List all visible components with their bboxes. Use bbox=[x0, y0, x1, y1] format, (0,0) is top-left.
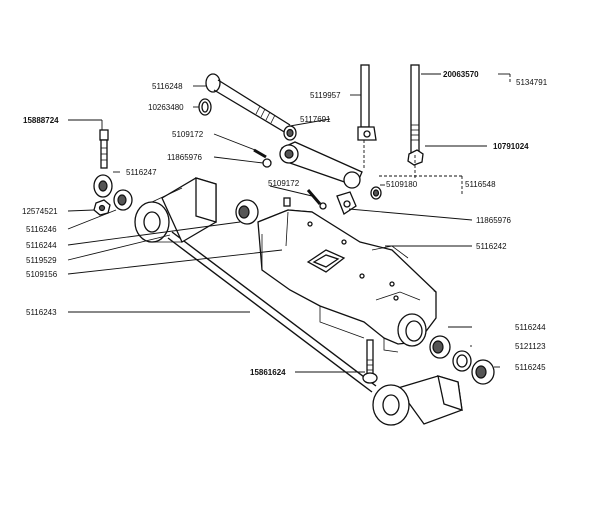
washer-10263480 bbox=[198, 98, 212, 116]
vertical-rod-20063570 bbox=[410, 64, 420, 156]
label-5116244-b: 5116244 bbox=[515, 323, 546, 332]
label-12574521: 12574521 bbox=[22, 207, 58, 216]
label-10263480: 10263480 bbox=[148, 103, 184, 112]
label-11865976-b: 11865976 bbox=[476, 216, 512, 225]
pin-5109172-upper bbox=[253, 148, 272, 168]
label-5116244-a: 5116244 bbox=[26, 241, 57, 250]
label-5117691: 5117691 bbox=[300, 115, 331, 124]
label-11865976-a: 11865976 bbox=[167, 153, 203, 162]
left-link-bracket bbox=[134, 177, 217, 243]
label-5109172-b: 5109172 bbox=[268, 179, 300, 188]
label-5116243: 5116243 bbox=[26, 308, 57, 317]
label-5116247: 5116247 bbox=[126, 168, 157, 177]
label-5116242: 5116242 bbox=[476, 242, 507, 251]
main-housing bbox=[257, 209, 437, 353]
label-5134791: 5134791 bbox=[516, 78, 548, 87]
bushing-5116246 bbox=[113, 189, 133, 211]
label-10791024: 10791024 bbox=[493, 142, 529, 151]
pin-5109172-lower bbox=[306, 189, 327, 210]
leader-lines bbox=[67, 73, 511, 373]
label-5119529: 5119529 bbox=[26, 256, 57, 265]
upper-rod-5116248 bbox=[205, 73, 291, 134]
label-5116548: 5116548 bbox=[465, 180, 496, 189]
washer-5121123 bbox=[452, 350, 472, 372]
label-15888724: 15888724 bbox=[23, 116, 59, 125]
label-5116246: 5116246 bbox=[26, 225, 57, 234]
part-labels: 5116248 10263480 15888724 5109172 118659… bbox=[22, 70, 548, 377]
bolt-15861624 bbox=[362, 339, 378, 384]
nut-12574521 bbox=[93, 199, 111, 216]
bushing-5116247 bbox=[93, 174, 113, 198]
clevis-bracket bbox=[336, 191, 357, 215]
bushing-left bbox=[235, 199, 259, 225]
nut-5117691 bbox=[283, 125, 297, 141]
label-5121123: 5121123 bbox=[515, 342, 546, 351]
label-5109180: 5109180 bbox=[386, 180, 418, 189]
label-20063570: 20063570 bbox=[443, 70, 479, 79]
label-5116248: 5116248 bbox=[152, 82, 183, 91]
right-link-bracket bbox=[372, 375, 463, 426]
bushing-5116244-right bbox=[429, 335, 451, 359]
label-5109156: 5109156 bbox=[26, 270, 58, 279]
nut-5109180 bbox=[370, 186, 382, 200]
label-5116245: 5116245 bbox=[515, 363, 546, 372]
lower-link-rod bbox=[167, 231, 377, 393]
label-5109172-a: 5109172 bbox=[172, 130, 204, 139]
bushing-5116245 bbox=[471, 359, 495, 385]
small-bolt bbox=[283, 197, 291, 207]
label-15861624: 15861624 bbox=[250, 368, 286, 377]
label-5119957: 5119957 bbox=[310, 91, 341, 100]
nut-10791024 bbox=[407, 149, 424, 166]
bolt-15888724 bbox=[99, 129, 109, 169]
upper-link-arm bbox=[279, 141, 363, 189]
vertical-rod-5119957 bbox=[357, 64, 377, 141]
